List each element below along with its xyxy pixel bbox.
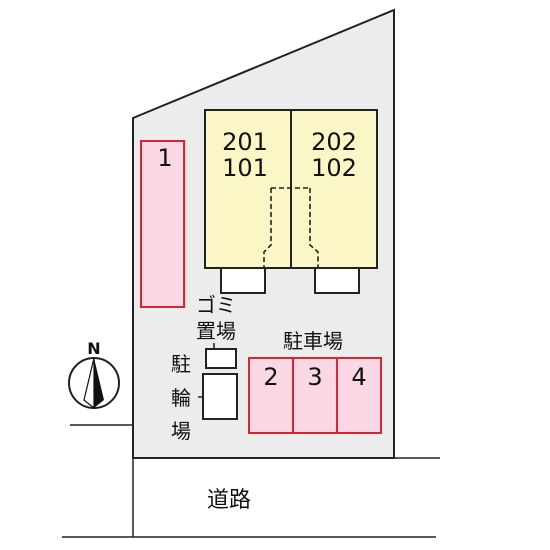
dashed-path xyxy=(263,187,319,268)
parking-space-3-label: 3 xyxy=(307,363,322,391)
bicycle-box xyxy=(202,373,238,420)
parking-space-4 xyxy=(336,357,382,434)
compass: N xyxy=(68,339,120,410)
parking-space-2 xyxy=(248,357,294,434)
bicycle-label-char2: 輪 xyxy=(171,386,191,410)
parking-space-4-label: 4 xyxy=(351,363,366,391)
garbage-box xyxy=(205,348,237,369)
compass-north-label: N xyxy=(87,339,100,358)
bicycle-label-char1: 駐 xyxy=(171,352,191,376)
unit-102-label: 102 xyxy=(311,154,357,182)
compass-needle-dark xyxy=(94,358,104,408)
parking-space-1-label: 1 xyxy=(157,144,172,172)
parking-lot-title: 駐車場 xyxy=(283,329,343,353)
compass-needle-light xyxy=(83,357,95,410)
bicycle-label-char3: 場 xyxy=(171,419,191,443)
parking-space-1 xyxy=(140,140,185,308)
unit-201-label: 201 xyxy=(222,128,268,156)
road-label: 道路 xyxy=(207,488,251,513)
parking-space-3 xyxy=(292,357,338,434)
garbage-label-line1: ゴミ xyxy=(196,293,236,317)
garbage-label-line2: 置場 xyxy=(196,319,236,343)
unit-202-label: 202 xyxy=(311,128,357,156)
parking-space-2-label: 2 xyxy=(263,363,278,391)
unit-101-label: 101 xyxy=(222,154,268,182)
step-right xyxy=(314,267,360,294)
step-left xyxy=(220,267,266,294)
